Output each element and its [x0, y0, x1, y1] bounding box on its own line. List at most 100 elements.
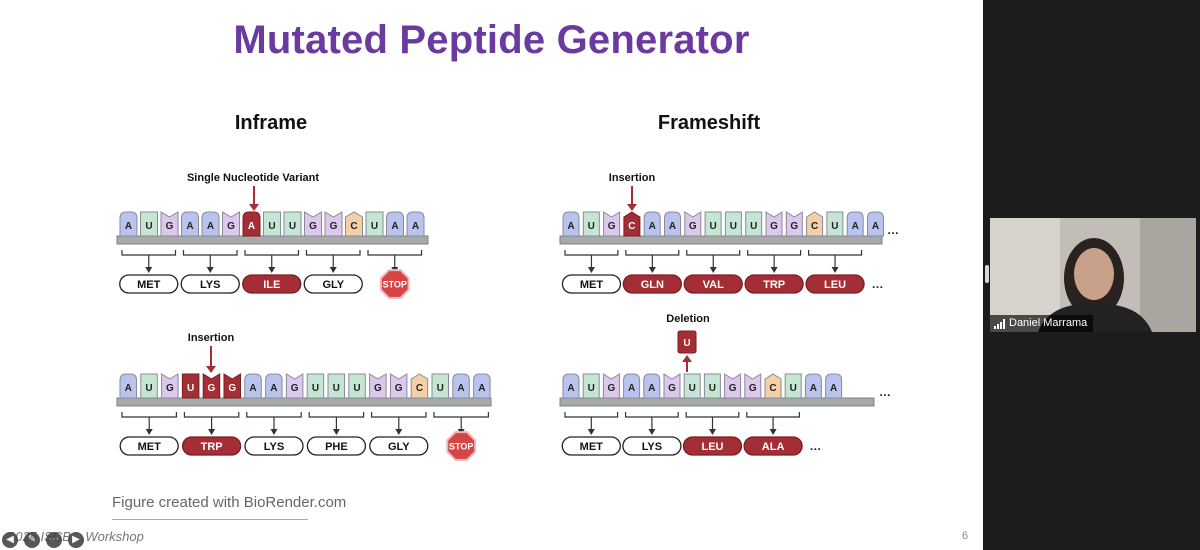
- inframe-insertion-arrow-head: [206, 366, 216, 373]
- nucleotide-label: C: [350, 221, 357, 232]
- amino-acid-label: TRP: [763, 279, 785, 291]
- codon-bracket: [625, 412, 679, 418]
- amino-acid-pill: [244, 436, 304, 456]
- nucleotide-label: G: [668, 383, 676, 394]
- nucleotide-label: G: [729, 383, 737, 394]
- codon-bracket: [746, 412, 800, 418]
- nucleotide-label: A: [125, 221, 132, 232]
- amino-acid-label: LYS: [642, 441, 662, 453]
- nucleotide-label: G: [395, 383, 403, 394]
- nucleotide-label: U: [187, 383, 194, 394]
- nucleotide-U: [283, 211, 302, 237]
- inframe-insertion-label: Insertion: [188, 332, 235, 344]
- amino-acid-label: GLN: [641, 279, 664, 291]
- amino-acid-pill: [622, 274, 682, 294]
- deleted-nucleotide-label: U: [683, 338, 690, 349]
- nucleotide-label: G: [770, 221, 778, 232]
- stop-sign-icon: [379, 269, 410, 299]
- nucleotide-label: G: [309, 221, 317, 232]
- nucleotide-label: U: [353, 383, 360, 394]
- credit-divider: [112, 519, 308, 520]
- amino-acid-label: MET: [580, 441, 604, 453]
- nucleotide-A: [119, 373, 137, 399]
- nucleotide-label: A: [628, 383, 635, 394]
- nucleotide-A: [386, 211, 404, 237]
- nucleotide-G: [222, 211, 240, 237]
- codon-arrow-head: [332, 429, 340, 435]
- pen-icon[interactable]: ✎: [24, 532, 40, 548]
- amino-acid-pill: [242, 274, 302, 294]
- nucleotide-U: [181, 373, 200, 399]
- slide: Mutated Peptide Generator Inframe Frames…: [0, 0, 983, 550]
- nucleotide-U: [703, 373, 721, 399]
- codon-bracket: [183, 412, 240, 418]
- codon-bracket: [564, 412, 619, 418]
- codon-arrow-head: [395, 429, 403, 435]
- codon-arrow-head: [587, 429, 595, 435]
- nucleotide-A: [643, 373, 661, 399]
- next-slide-icon[interactable]: ▶: [68, 532, 84, 548]
- amino-acid-pill: [743, 436, 803, 456]
- participant-name: Daniel Marrama: [1009, 317, 1088, 329]
- codon-bracket: [685, 412, 740, 418]
- nucleotide-label: U: [730, 221, 737, 232]
- amino-acid-label: MET: [580, 279, 604, 291]
- nucleotide-G: [603, 211, 621, 237]
- codon-arrow-head: [268, 267, 276, 273]
- frameshift-insertion-arrow-head: [627, 204, 637, 211]
- nucleotide-label: U: [371, 221, 378, 232]
- amino-acid-label: LYS: [264, 441, 284, 453]
- nucleotide-G: [324, 211, 343, 237]
- nucleotide-A: [265, 373, 283, 399]
- nucleotide-G: [161, 373, 179, 399]
- nucleotide-C: [345, 211, 363, 237]
- codon-bracket: [625, 250, 680, 256]
- more-icon[interactable]: ⋯: [46, 532, 62, 548]
- panel-resize-handle[interactable]: [985, 265, 989, 283]
- amino-acid-label: LEU: [824, 279, 846, 291]
- deletion-arrow-head: [682, 355, 692, 362]
- amino-acid-pill: [181, 436, 242, 456]
- amino-acid-pill: [805, 274, 865, 294]
- previous-slide-icon[interactable]: ◀: [2, 532, 18, 548]
- codon-arrow-head: [648, 429, 656, 435]
- nucleotide-G: [724, 373, 742, 399]
- codon-bracket: [305, 250, 361, 256]
- participant-video[interactable]: Daniel Marrama: [990, 218, 1196, 332]
- nucleotide-label: A: [412, 221, 419, 232]
- peptide-continues: …: [809, 439, 821, 453]
- amino-acid-pill: [683, 274, 743, 294]
- nucleotide-G: [785, 211, 803, 237]
- nucleotide-U: [826, 211, 844, 237]
- nucleotide-label: A: [391, 221, 398, 232]
- nucleotide-label: U: [831, 221, 838, 232]
- amino-acid-pill: [119, 274, 179, 294]
- nucleotide-C: [764, 373, 782, 399]
- nucleotide-A: [242, 211, 261, 237]
- nucleotide-G: [684, 211, 702, 237]
- amino-acid-label: VAL: [703, 279, 724, 291]
- nucleotide-label: C: [811, 221, 818, 232]
- codon-bracket: [564, 250, 619, 256]
- amino-acid-label: LYS: [200, 279, 220, 291]
- codon-bracket: [371, 412, 427, 418]
- nucleotide-label: G: [208, 383, 216, 394]
- nucleotide-G: [744, 373, 762, 399]
- frameshift-heading: Frameshift: [657, 112, 761, 134]
- amino-acid-label: TRP: [201, 441, 223, 453]
- nucleotide-label: G: [608, 383, 616, 394]
- nucleotide-A: [119, 211, 138, 237]
- participant-avatar: [990, 218, 1196, 332]
- frameshift-insertion-label: Insertion: [609, 172, 656, 184]
- nucleotide-U: [140, 211, 158, 237]
- nucleotide-label: G: [689, 221, 697, 232]
- nucleotide-G: [304, 211, 322, 237]
- nucleotide-label: G: [374, 383, 382, 394]
- nucleotide-label: A: [125, 383, 132, 394]
- nucleotide-A: [825, 373, 843, 399]
- nucleotide-G: [223, 373, 241, 399]
- nucleotide-G: [389, 373, 408, 399]
- nucleotide-label: A: [567, 383, 574, 394]
- slide-nav: ◀ ✎ ⋯ ▶: [2, 532, 84, 548]
- nucleotide-G: [369, 373, 387, 399]
